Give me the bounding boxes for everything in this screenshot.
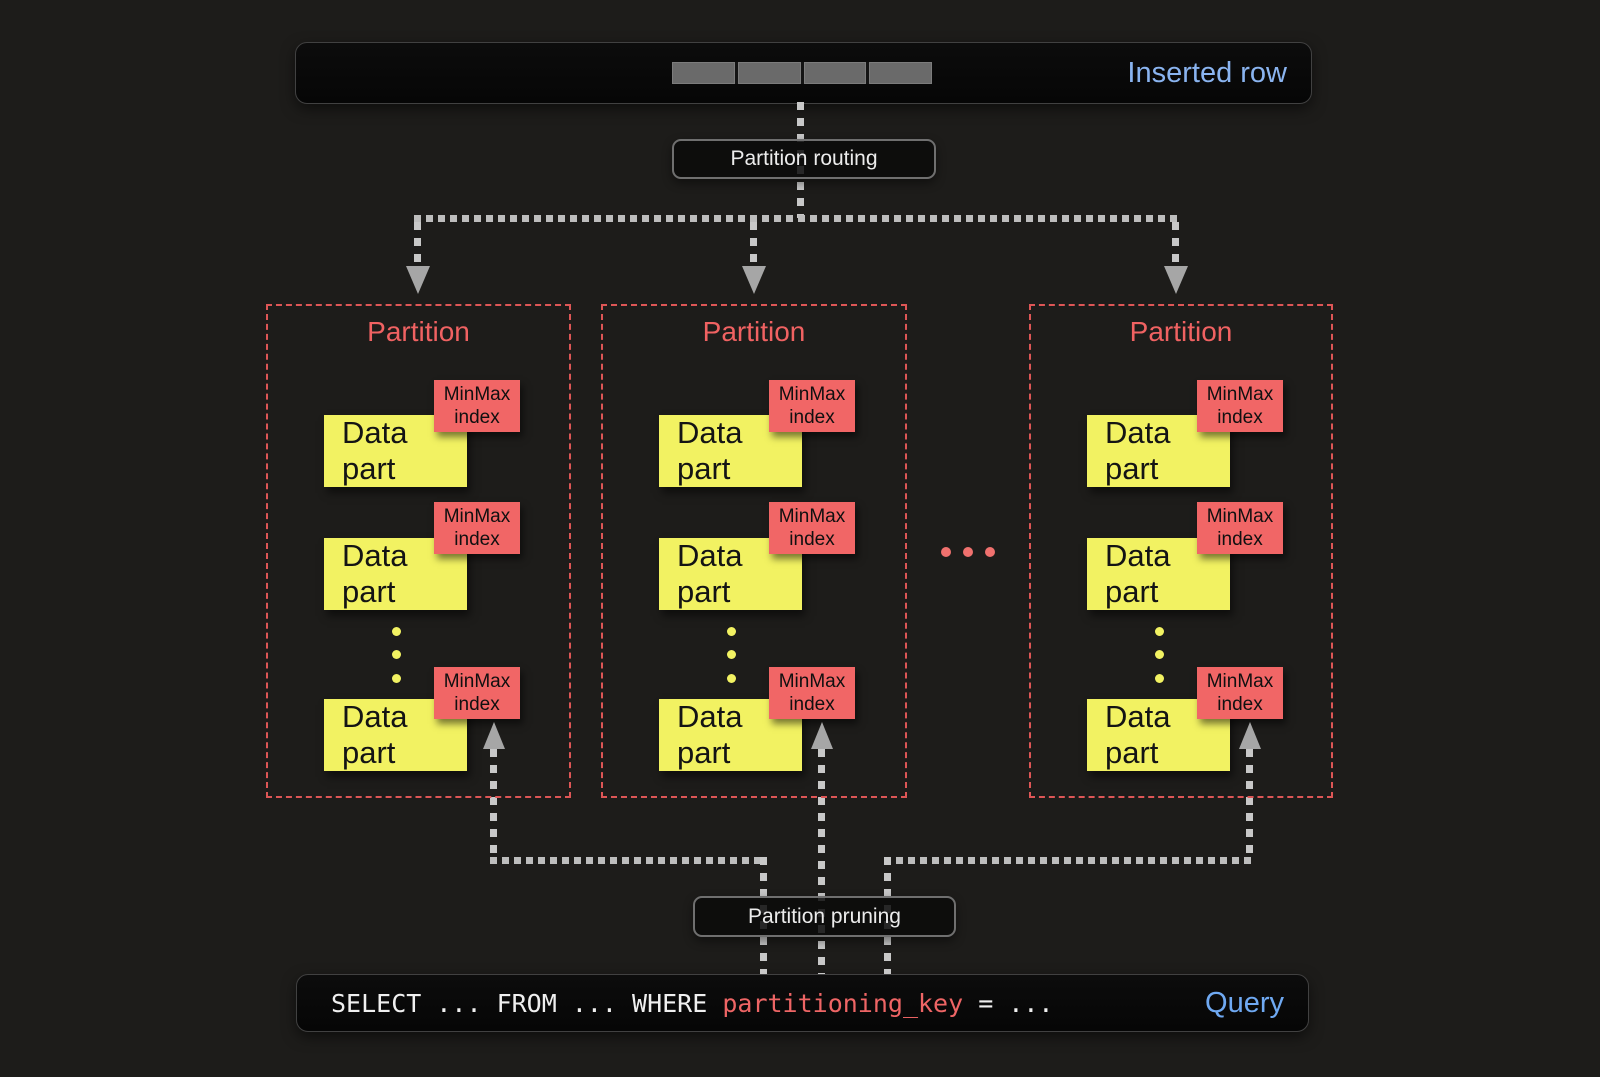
partition-pruning-label: Partition pruning (693, 896, 956, 937)
data-part: Data part (324, 538, 467, 610)
more-parts-dot (727, 674, 736, 683)
sql-suffix: = ... (963, 988, 1054, 1018)
sql-prefix: SELECT ... FROM ... WHERE (331, 988, 723, 1018)
sql-text: SELECT ... FROM ... WHERE partitioning_k… (331, 989, 1053, 1018)
branch-arrow-line (414, 222, 421, 266)
row-cell (869, 62, 932, 84)
minmax-index-tag: MinMax index (434, 667, 520, 719)
pruning-line-left (490, 857, 767, 864)
data-part: Data part (659, 538, 802, 610)
pruning-line-left (490, 749, 497, 860)
partition-box: Partition Data part MinMax index Data pa… (601, 304, 907, 798)
partition-title: Partition (367, 316, 470, 347)
inserted-row-label: Inserted row (1127, 56, 1287, 89)
arrow-down-icon (742, 266, 766, 294)
pruning-line-right (1246, 749, 1253, 860)
more-parts-dot (392, 650, 401, 659)
more-parts-dot (1155, 627, 1164, 636)
arrow-up-icon (483, 722, 505, 749)
partition-box: Partition Data part MinMax index Data pa… (266, 304, 571, 798)
branch-arrow-line (750, 222, 757, 266)
ellipsis-dot (963, 547, 973, 557)
arrow-up-icon (1239, 722, 1261, 749)
more-parts-dot (1155, 674, 1164, 683)
branch-arrow-line (1172, 222, 1179, 266)
query-label: Query (1205, 986, 1284, 1019)
more-parts-dot (392, 627, 401, 636)
partition-routing-label: Partition routing (672, 139, 936, 179)
ellipsis-dot (985, 547, 995, 557)
minmax-index-tag: MinMax index (769, 667, 855, 719)
query-box: SELECT ... FROM ... WHERE partitioning_k… (296, 974, 1309, 1032)
ellipsis-dot (941, 547, 951, 557)
inserted-row-box: Inserted row (295, 42, 1312, 104)
arrow-up-icon (811, 722, 833, 749)
arrow-down-icon (1164, 266, 1188, 294)
minmax-index-tag: MinMax index (769, 502, 855, 554)
more-parts-dot (727, 650, 736, 659)
minmax-index-tag: MinMax index (434, 502, 520, 554)
minmax-index-tag: MinMax index (1197, 502, 1283, 554)
more-parts-dot (727, 627, 736, 636)
more-parts-dot (1155, 650, 1164, 659)
minmax-index-tag: MinMax index (1197, 380, 1283, 432)
row-cell (803, 62, 867, 84)
partition-title: Partition (702, 316, 806, 347)
partition-box: Partition Data part MinMax index Data pa… (1029, 304, 1333, 798)
arrow-down-icon (406, 266, 430, 294)
more-parts-dot (392, 674, 401, 683)
partition-title: Partition (1129, 316, 1233, 347)
row-cell (737, 62, 801, 84)
pruning-line-right (884, 857, 1253, 864)
minmax-index-tag: MinMax index (1197, 667, 1283, 719)
sql-partitioning-key: partitioning_key (722, 988, 964, 1018)
row-cell (672, 62, 735, 84)
branch-line (414, 215, 1180, 222)
pruning-line-middle (818, 749, 825, 974)
inserted-row-cells (672, 62, 932, 84)
minmax-index-tag: MinMax index (769, 380, 855, 432)
minmax-index-tag: MinMax index (434, 380, 520, 432)
